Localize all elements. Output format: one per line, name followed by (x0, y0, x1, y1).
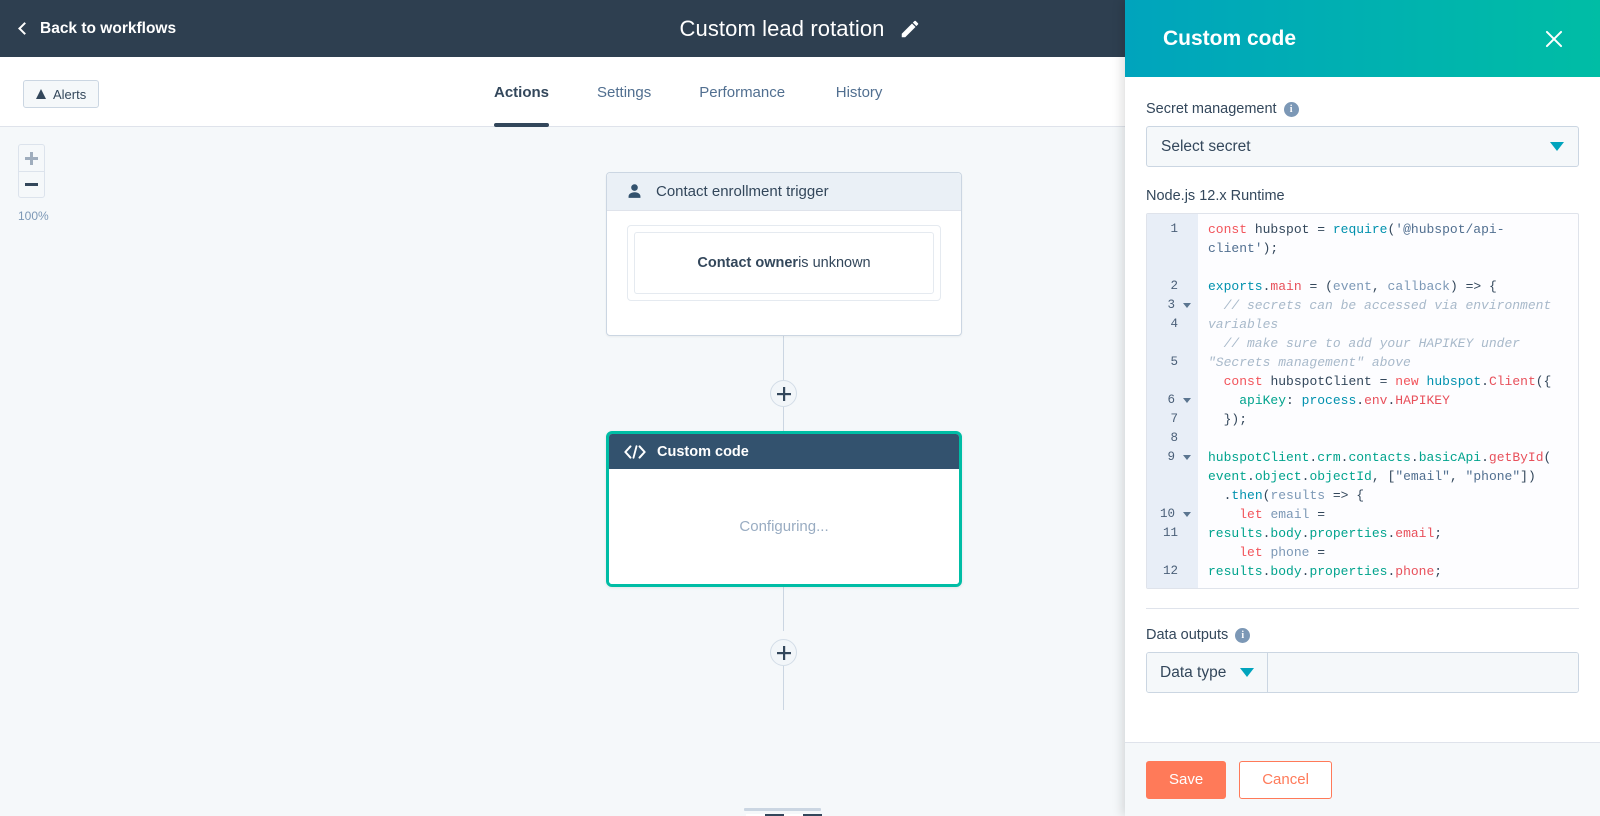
secret-select[interactable]: Select secret (1146, 126, 1579, 167)
runtime-label: Node.js 12.x Runtime (1146, 188, 1285, 204)
chevron-down-icon (1550, 142, 1564, 151)
workflow-canvas[interactable]: 100% Contact enrollment trigger (0, 128, 1125, 816)
add-step-button-2[interactable] (770, 639, 797, 666)
trigger-node-body: Contact owner is unknown (607, 211, 961, 321)
secret-management-label-row: Secret management i (1146, 101, 1579, 117)
connector-code-to-add (783, 587, 784, 631)
node-contact-enrollment-trigger[interactable]: Contact enrollment trigger Contact owner… (606, 172, 962, 336)
secret-select-value: Select secret (1161, 137, 1251, 155)
fold-toggle-10[interactable] (1183, 512, 1191, 517)
panel-divider (1146, 608, 1579, 609)
warning-triangle-icon (36, 89, 46, 99)
code-node-header: Custom code (609, 434, 959, 469)
custom-code-panel: Custom code Secret management i Select s… (1125, 0, 1600, 816)
fold-toggle-9[interactable] (1183, 455, 1191, 460)
code-brackets-icon (624, 444, 646, 459)
trigger-node-title: Contact enrollment trigger (656, 183, 829, 200)
tab-settings[interactable]: Settings (597, 84, 652, 101)
connector-trigger-to-add (783, 336, 784, 380)
back-to-workflows-link[interactable]: Back to workflows (14, 0, 182, 57)
connector-add-to-end (783, 658, 784, 710)
zoom-level-label: 100% (18, 209, 49, 223)
info-icon[interactable]: i (1283, 101, 1299, 117)
tab-list: Actions Settings Performance History (470, 57, 909, 127)
tab-history[interactable]: History (835, 84, 883, 101)
data-output-name-input[interactable] (1268, 653, 1578, 692)
line-number-5: 5 (1170, 355, 1178, 369)
line-number-3: 3 (1147, 296, 1198, 315)
panel-header: Custom code (1125, 0, 1600, 77)
line-number-10: 10 (1147, 505, 1198, 524)
node-custom-code[interactable]: Custom code Configuring... (606, 431, 962, 587)
pencil-icon[interactable] (899, 18, 921, 40)
save-button[interactable]: Save (1146, 760, 1227, 799)
flag-pole (744, 808, 821, 811)
close-icon[interactable] (1542, 27, 1566, 51)
line-number-1: 1 (1170, 222, 1178, 236)
connector-add-to-code (783, 407, 784, 434)
editor-gutter: 1 2 3 4 5 6 7 8 9 10 11 12 (1147, 214, 1198, 588)
panel-body: Secret management i Select secret Node.j… (1125, 77, 1600, 742)
filter-criterion[interactable]: Contact owner is unknown (634, 232, 934, 294)
chevron-down-icon (1240, 668, 1254, 677)
data-output-row: Data type (1146, 652, 1579, 693)
panel-title: Custom code (1163, 26, 1297, 50)
data-type-select[interactable]: Data type (1147, 653, 1268, 692)
fold-toggle-6[interactable] (1183, 398, 1191, 403)
fold-toggle-3[interactable] (1183, 303, 1191, 308)
filter-group: Contact owner is unknown (627, 225, 941, 301)
workflow-flow: Contact enrollment trigger Contact owner… (0, 128, 1125, 816)
line-number-7: 7 (1170, 412, 1178, 426)
editor-code-text[interactable]: const hubspot = require('@hubspot/api-cl… (1208, 222, 1552, 579)
line-number-8: 8 (1170, 431, 1178, 445)
line-number-4: 4 (1170, 317, 1178, 331)
data-outputs-label: Data outputs (1146, 627, 1229, 643)
checkered-flag-icon (746, 814, 822, 816)
info-icon[interactable]: i (1235, 627, 1251, 643)
zoom-in-button[interactable] (18, 144, 45, 171)
line-number-12: 12 (1162, 564, 1178, 578)
line-number-6: 6 (1147, 391, 1198, 410)
chevron-left-icon (18, 22, 31, 35)
line-number-11: 11 (1162, 526, 1178, 540)
panel-footer: Save Cancel (1125, 742, 1600, 816)
alerts-button[interactable]: Alerts (23, 80, 100, 108)
contact-person-icon (628, 184, 641, 198)
tab-actions[interactable]: Actions (470, 57, 573, 127)
trigger-node-header: Contact enrollment trigger (607, 173, 961, 211)
code-node-title: Custom code (657, 443, 749, 460)
filter-operator: is unknown (798, 255, 871, 271)
plus-icon (776, 645, 791, 660)
alerts-label: Alerts (53, 86, 87, 102)
data-type-value: Data type (1160, 663, 1227, 681)
plus-icon (776, 386, 791, 401)
add-step-button-1[interactable] (770, 380, 797, 407)
back-to-workflows-label: Back to workflows (40, 19, 177, 37)
line-number-2: 2 (1170, 279, 1178, 293)
zoom-controls: 100% (18, 144, 49, 223)
page-title: Custom lead rotation (679, 15, 885, 41)
data-outputs-label-row: Data outputs i (1146, 627, 1579, 643)
line-number-9: 9 (1147, 448, 1198, 467)
code-editor[interactable]: 1 2 3 4 5 6 7 8 9 10 11 12 const hubspot… (1146, 213, 1579, 589)
cancel-button[interactable]: Cancel (1239, 760, 1332, 799)
secret-management-label: Secret management (1146, 101, 1277, 117)
code-node-status: Configuring... (609, 469, 959, 584)
tab-performance[interactable]: Performance (699, 84, 786, 101)
filter-property: Contact owner (697, 255, 799, 271)
zoom-out-button[interactable] (18, 171, 45, 198)
